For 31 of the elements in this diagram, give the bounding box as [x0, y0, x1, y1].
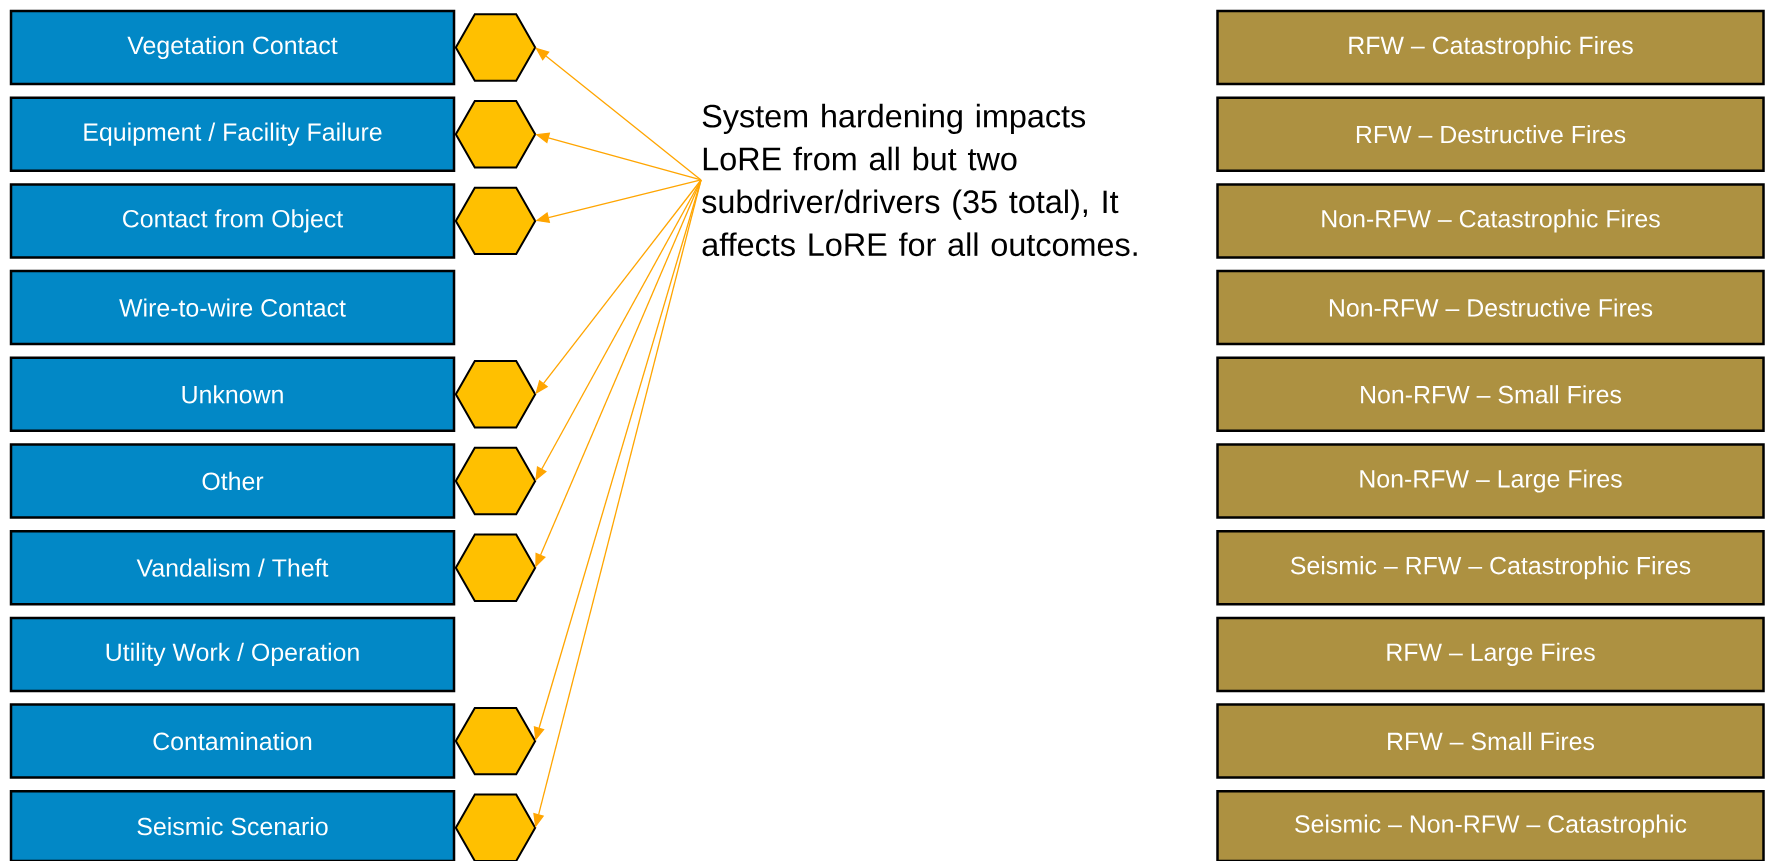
cause-box: Vandalism / Theft	[9, 529, 456, 606]
outcome-box: RFW – Catastrophic Fires	[1216, 9, 1765, 86]
outcome-box: RFW – Small Fires	[1216, 703, 1765, 779]
hexagon	[454, 446, 537, 516]
cause-box: Utility Work / Operation	[9, 616, 456, 693]
cause-box: Other	[9, 443, 456, 519]
cause-box: Equipment / Facility Failure	[9, 96, 456, 172]
hexagon	[454, 706, 537, 776]
cause-box: Unknown	[9, 356, 456, 433]
outcome-box: Non-RFW – Small Fires	[1216, 356, 1765, 433]
outcome-box: Seismic – RFW – Catastrophic Fires	[1216, 529, 1765, 606]
outcome-box: Non-RFW – Large Fires	[1216, 443, 1765, 519]
cause-box: Seismic Scenario	[9, 790, 456, 861]
outcome-box: RFW – Destructive Fires	[1216, 96, 1765, 172]
note-text: System hardening impacts LoRE from all but two subdriver/drivers (35 total), It affects LoRE for all outcomes.	[702, 103, 1137, 257]
hexagon	[454, 100, 537, 169]
outcome-box: Non-RFW – Catastrophic Fires	[1216, 183, 1765, 259]
cause-box: Contact from Object	[9, 183, 456, 259]
arrow	[535, 179, 702, 481]
outcome-box: Non-RFW – Destructive Fires	[1216, 269, 1765, 346]
hexagon	[454, 793, 537, 861]
hexagon	[454, 360, 537, 429]
cause-box: Wire-to-wire Contact	[9, 269, 456, 346]
cause-box: Vegetation Contact	[9, 9, 456, 86]
hexagon	[454, 13, 537, 82]
arrow	[535, 47, 702, 181]
outcome-box: RFW – Large Fires	[1216, 616, 1765, 693]
outcome-box: Seismic – Non-RFW – Catastrophic	[1216, 790, 1765, 861]
hexagon	[454, 186, 537, 256]
cause-box: Contamination	[9, 703, 456, 779]
hexagon	[454, 533, 537, 602]
